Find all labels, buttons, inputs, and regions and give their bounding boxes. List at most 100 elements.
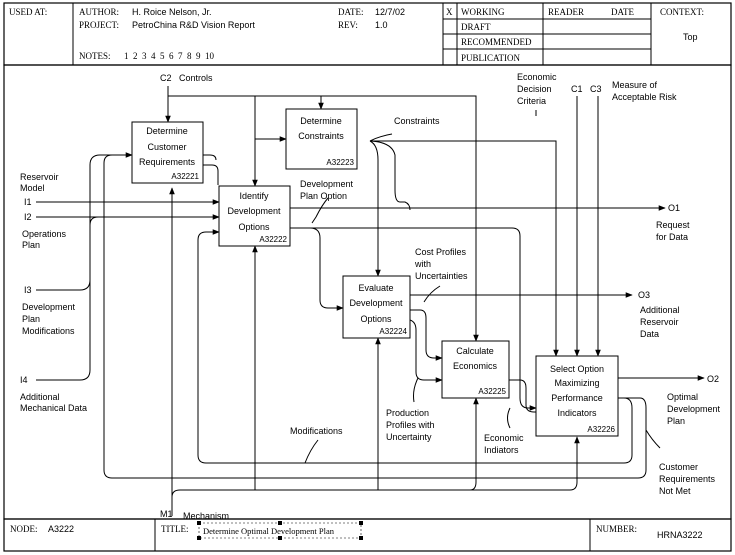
title-label: TITLE: bbox=[161, 524, 189, 534]
author-label: AUTHOR: bbox=[79, 7, 119, 17]
footer-frame bbox=[3, 518, 732, 552]
leader-modifications bbox=[304, 439, 319, 464]
arrows bbox=[36, 86, 705, 516]
b2-line-3: Options bbox=[238, 222, 270, 232]
activity-box-b6[interactable]: Select Option Maximizing Performance Ind… bbox=[535, 355, 619, 437]
b4-code: A32224 bbox=[379, 327, 407, 336]
label-optimal-plan-3: Plan bbox=[667, 416, 685, 426]
label-c3: C3 bbox=[590, 84, 602, 94]
date-value: 12/7/02 bbox=[375, 7, 405, 17]
label-production-profiles-1: Production bbox=[386, 408, 429, 418]
b2-line-2: Development bbox=[227, 206, 281, 216]
arrow-i4-to-b1 bbox=[36, 152, 133, 381]
footer: NODE: A3222 TITLE: Determine Optimal Dev… bbox=[3, 518, 732, 552]
used-at-label: USED AT: bbox=[9, 7, 47, 17]
b3-line-2: Constraints bbox=[298, 131, 344, 141]
status-mark: X bbox=[446, 7, 453, 17]
label-measure-risk-2: Acceptable Risk bbox=[612, 92, 677, 102]
activity-box-b1[interactable]: Determine Customer Requirements A32221 bbox=[131, 121, 204, 184]
b6-line-2: Maximizing bbox=[554, 378, 599, 388]
label-o2: O2 bbox=[707, 374, 719, 384]
label-optimal-plan-1: Optimal bbox=[667, 392, 698, 402]
b2-code: A32222 bbox=[259, 235, 287, 244]
arrow-b1-to-b2-output bbox=[203, 164, 219, 185]
arrow-feedback-b6-to-b2 bbox=[197, 229, 633, 464]
arrow-m1-to-b6 bbox=[470, 436, 580, 491]
label-reservoir-model-1: Reservoir bbox=[20, 172, 59, 182]
arrow-i3-to-b2 bbox=[36, 216, 99, 291]
arrow-c2-to-b5 bbox=[168, 95, 479, 342]
b5-code: A32225 bbox=[478, 387, 506, 396]
label-cost-profiles-1: Cost Profiles bbox=[415, 247, 467, 257]
label-dev-plan-option-2: Plan Option bbox=[300, 191, 347, 201]
label-c1: C1 bbox=[571, 84, 583, 94]
label-i4: I4 bbox=[20, 375, 28, 385]
arrow-b2-to-b4 bbox=[290, 227, 344, 311]
activity-box-b2[interactable]: Identify Development Options A32222 bbox=[218, 185, 291, 247]
activity-box-b3[interactable]: Determine Constraints A32223 bbox=[285, 108, 358, 170]
label-modifications: Modifications bbox=[290, 426, 343, 436]
label-add-mech-data-2: Mechanical Data bbox=[20, 403, 87, 413]
label-economic-criteria-3: Criteria bbox=[517, 96, 546, 106]
b1-line-3: Requirements bbox=[139, 157, 196, 167]
label-i3: I3 bbox=[24, 285, 32, 295]
label-economic-criteria-1: Economic bbox=[517, 72, 557, 82]
b6-line-1: Select Option bbox=[550, 364, 604, 374]
leader-economic-indicators bbox=[507, 407, 511, 429]
number-label: NUMBER: bbox=[596, 524, 637, 534]
label-economic-criteria-2: Decision bbox=[517, 84, 552, 94]
context-value: Top bbox=[683, 32, 698, 42]
b5-line-2: Economics bbox=[453, 361, 498, 371]
b6-code: A32226 bbox=[587, 425, 615, 434]
label-add-reservoir-data-1: Additional bbox=[640, 305, 680, 315]
label-cust-req-not-met-1: Customer bbox=[659, 462, 698, 472]
arrow-b4-to-b5 bbox=[410, 309, 443, 361]
label-constraints: Constraints bbox=[394, 116, 440, 126]
label-economic-indicators-2: Indiators bbox=[484, 445, 519, 455]
b6-line-3: Performance bbox=[551, 393, 603, 403]
b1-line-2: Customer bbox=[147, 142, 186, 152]
project-value: PetroChina R&D Vision Report bbox=[132, 20, 255, 30]
arrow-b5-to-b6 bbox=[508, 379, 536, 413]
header: USED AT: AUTHOR: H. Roice Nelson, Jr. PR… bbox=[3, 2, 732, 66]
arrow-feedback-b6-to-b1 bbox=[103, 154, 647, 479]
b4-line-1: Evaluate bbox=[358, 283, 393, 293]
label-i2: I2 bbox=[24, 212, 32, 222]
arrow-constraints-to-b6 bbox=[370, 140, 559, 357]
label-production-profiles-3: Uncertainty bbox=[386, 432, 432, 442]
label-optimal-plan-2: Development bbox=[667, 404, 721, 414]
b3-line-1: Determine bbox=[300, 116, 342, 126]
leader-constraints bbox=[369, 133, 393, 142]
b1-line-1: Determine bbox=[146, 126, 188, 136]
label-c2-controls: C2 Controls bbox=[160, 73, 213, 83]
label-dev-plan-mods-3: Modifications bbox=[22, 326, 75, 336]
arrow-m1-to-b5 bbox=[171, 397, 479, 516]
label-reservoir-model-2: Model bbox=[20, 183, 45, 193]
arrow-labels: C2 Controls C1 C3 Economic Decision Crit… bbox=[20, 72, 721, 521]
leader-dev-plan-option bbox=[311, 197, 329, 224]
label-i1: I1 bbox=[24, 197, 32, 207]
arrow-b2-to-b6 bbox=[290, 227, 537, 411]
node-value: A3222 bbox=[48, 524, 74, 534]
b2-line-1: Identify bbox=[239, 191, 269, 201]
label-cost-profiles-3: Uncertainties bbox=[415, 271, 468, 281]
label-operations-plan-2: Plan bbox=[22, 240, 40, 250]
b5-line-1: Calculate bbox=[456, 346, 494, 356]
label-request-data-2: for Data bbox=[656, 232, 688, 242]
reader-date-label: DATE bbox=[611, 7, 634, 17]
label-economic-indicators-1: Economic bbox=[484, 433, 524, 443]
activity-box-b4[interactable]: Evaluate Development Options A32224 bbox=[342, 275, 411, 339]
project-label: PROJECT: bbox=[79, 20, 119, 30]
rev-value: 1.0 bbox=[375, 20, 388, 30]
label-o3: O3 bbox=[638, 290, 650, 300]
leader-production-profiles bbox=[413, 377, 419, 403]
label-cust-req-not-met-2: Requirements bbox=[659, 474, 716, 484]
activity-box-b5[interactable]: Calculate Economics A32225 bbox=[441, 340, 510, 399]
rev-label: REV: bbox=[338, 20, 358, 30]
status-publication: PUBLICATION bbox=[461, 53, 521, 63]
reader-label: READER bbox=[548, 7, 584, 17]
label-m1: M1 bbox=[160, 509, 173, 519]
arrow-constraints-to-b2 bbox=[369, 140, 411, 211]
title-value: Determine Optimal Development Plan bbox=[203, 526, 335, 536]
